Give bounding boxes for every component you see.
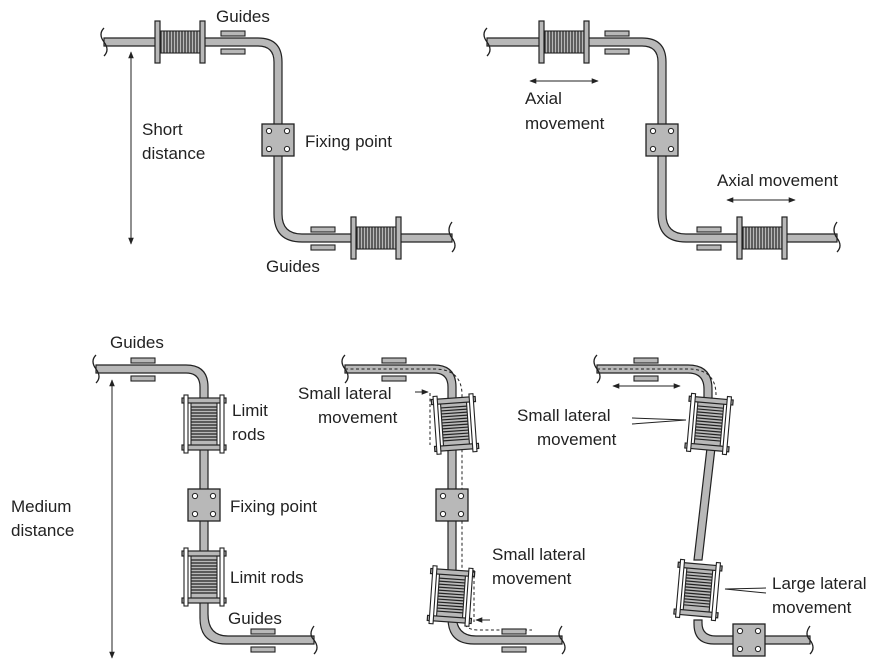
fixing-point-label-a: Fixing point [305, 132, 392, 151]
guides-label-c-top: Guides [110, 333, 164, 352]
bellows-e-bottom [672, 558, 724, 622]
pipe-break-d-left [341, 354, 349, 384]
pipe-break-e-right [806, 625, 814, 655]
panel-large-lateral: Small lateral movement Large lateral mov… [517, 354, 867, 657]
guide-a-top-lower [220, 48, 246, 55]
panel-short-distance: Guides Short distance Fixing point Guide… [100, 7, 456, 276]
pipe-run-e-bottom [693, 619, 811, 645]
guide-d-top-lower [381, 375, 407, 382]
bellows-c-top [181, 394, 227, 454]
guide-c-top-upper [130, 357, 156, 364]
pipe-break-d-right [558, 625, 566, 655]
bellows-d-top [430, 392, 480, 456]
guides-label-c-bottom: Guides [228, 609, 282, 628]
bellows-a-bottom [350, 216, 402, 260]
fixing-point-d [435, 488, 469, 522]
guide-a-top-upper [220, 30, 246, 37]
limit-rods-label-line2: rods [232, 425, 265, 444]
pipe-break-a-left [100, 27, 108, 57]
bellows-e-top [683, 392, 735, 456]
pipe-break-b-right [833, 221, 841, 253]
bellows-a-top [154, 20, 206, 64]
small-lateral-label-d-bottom-line2: movement [492, 569, 572, 588]
medium-distance-label-line1: Medium [11, 497, 71, 516]
large-lateral-pointer-e [724, 587, 767, 594]
pipe-break-e-left [593, 354, 601, 384]
medium-distance-label-line2: distance [11, 521, 74, 540]
small-lateral-pointer-e [631, 417, 687, 425]
fixing-point-c [187, 488, 221, 522]
panel-small-lateral: Small lateral movement Small lateral mov… [298, 354, 586, 655]
large-lateral-label-e-line2: movement [772, 598, 852, 617]
guide-e-top-upper [633, 357, 659, 364]
guide-d-bottom-upper [501, 628, 527, 635]
small-lateral-label-d-bottom-line1: Small lateral [492, 545, 586, 564]
fixing-point-a [261, 123, 295, 157]
guide-c-bottom-lower [250, 646, 276, 653]
guide-a-bottom-lower [310, 244, 336, 251]
fixing-point-e [732, 623, 766, 657]
guide-c-top-lower [130, 375, 156, 382]
guide-b-bottom-upper [696, 226, 722, 233]
short-distance-label-line2: distance [142, 144, 205, 163]
guides-label-a-top: Guides [216, 7, 270, 26]
small-lateral-label-d-top-line1: Small lateral [298, 384, 392, 403]
pipe-break-c-right [310, 625, 318, 655]
pipe-break-c-left [92, 354, 100, 384]
small-lateral-label-d-top-line2: movement [318, 408, 398, 427]
displaced-pipe-outline-e [597, 368, 717, 396]
pipe-run-e-diagonal [693, 447, 716, 561]
guides-label-a-bottom: Guides [266, 257, 320, 276]
guide-d-top-upper [381, 357, 407, 364]
bellows-b-bottom [736, 216, 788, 260]
guide-a-bottom-upper [310, 226, 336, 233]
limit-rods-label-lower: Limit rods [230, 568, 304, 587]
guide-e-top-lower [633, 375, 659, 382]
fixing-point-label-c: Fixing point [230, 497, 317, 516]
bellows-c-bottom [181, 547, 227, 607]
guide-d-bottom-lower [501, 646, 527, 653]
small-lateral-label-e-line2: movement [537, 430, 617, 449]
panel-medium-distance: Guides Limit rods Medium distance Fixing… [11, 333, 318, 659]
guide-c-bottom-upper [250, 628, 276, 635]
panel-axial-movement: Axial movement Axial movement [483, 20, 841, 260]
guide-b-top-lower [604, 48, 630, 55]
limit-rods-label-line1: Limit [232, 401, 268, 420]
large-lateral-label-e-line1: Large lateral [772, 574, 867, 593]
bellows-d-bottom [426, 564, 476, 628]
axial-movement-label: Axial movement [717, 171, 838, 190]
pipe-break-a-right [448, 221, 456, 253]
guide-b-bottom-lower [696, 244, 722, 251]
bellows-b-top [538, 20, 590, 64]
fixing-point-b [645, 123, 679, 157]
pipe-break-b-left [483, 27, 491, 57]
axial-label-line1: Axial [525, 89, 562, 108]
small-lateral-label-e-line1: Small lateral [517, 406, 611, 425]
short-distance-label-line1: Short [142, 120, 183, 139]
axial-label-line2: movement [525, 114, 605, 133]
guide-b-top-upper [604, 30, 630, 37]
